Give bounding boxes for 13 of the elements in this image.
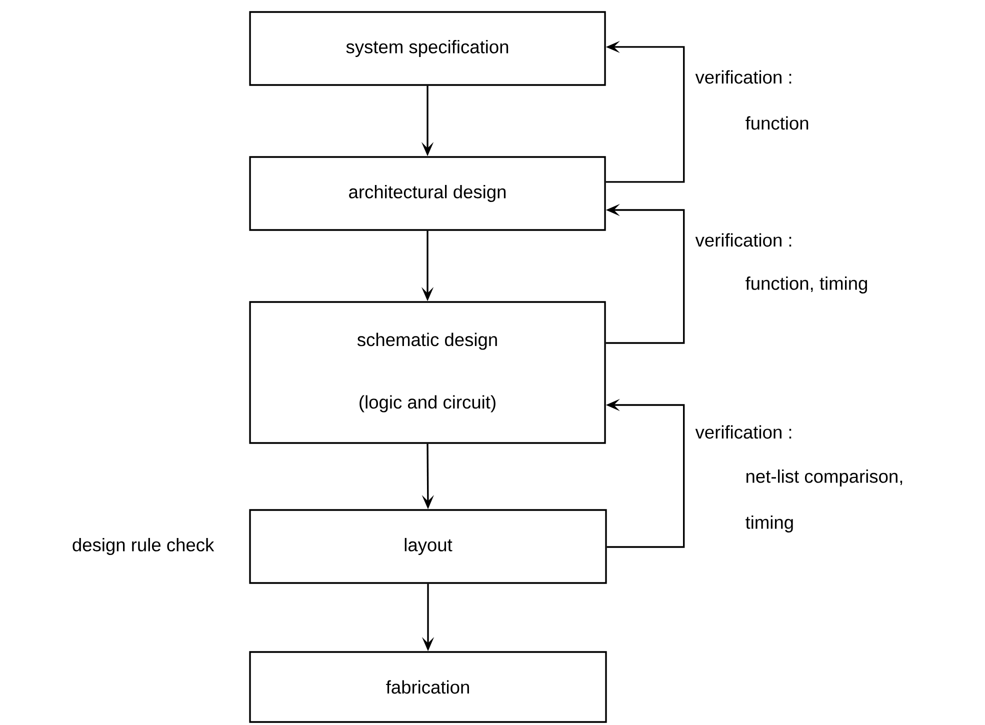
verification-label: timing xyxy=(746,515,793,533)
verification-label: function, timing xyxy=(746,276,868,294)
verification-label: verification : xyxy=(695,425,792,439)
beside-text: design rule check xyxy=(72,538,214,555)
verification-label: function xyxy=(746,116,808,130)
process-box: system specification xyxy=(249,11,606,86)
verification-label: verification : xyxy=(695,70,792,84)
process-box: layout xyxy=(249,509,607,584)
process-box: schematic design (logic and circuit) xyxy=(249,301,606,444)
verification-label: net-list comparison, xyxy=(746,469,902,487)
process-box: fabrication xyxy=(249,651,607,723)
verification-label: verification : xyxy=(695,233,792,247)
process-box: architectural design xyxy=(249,156,606,231)
